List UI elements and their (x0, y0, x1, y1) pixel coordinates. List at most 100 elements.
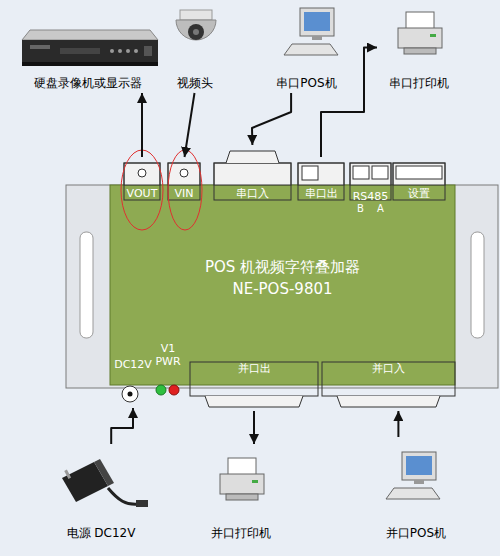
port-connectors (180, 169, 188, 177)
highlight-ellipse (121, 150, 163, 230)
label-text: 串口POS机 (276, 76, 336, 90)
device-housing (66, 185, 498, 388)
device-label: 串口打印机 (380, 5, 458, 90)
dvr-icon (126, 49, 130, 53)
device-housing (471, 232, 484, 338)
connector-arrow (321, 48, 377, 158)
power-adapter-icon (62, 459, 148, 507)
port-connectors (205, 396, 303, 407)
front-panel (110, 185, 455, 385)
port-label: 并口入 (322, 362, 455, 408)
port-connectors (350, 163, 391, 185)
port-connectors (353, 166, 369, 179)
pos-computer-icon (312, 36, 322, 40)
power-adapter-icon (64, 470, 71, 479)
power-jack (122, 386, 138, 402)
port-connectors (124, 163, 160, 200)
label-text: 设置 (408, 187, 430, 200)
dvr-icon (134, 49, 138, 53)
device-label: 串口POS机 (268, 3, 345, 90)
printer-icon (404, 48, 436, 54)
dvr-icon (22, 62, 158, 66)
printer-icon (220, 458, 264, 500)
port-connectors (322, 362, 455, 396)
port-connectors (168, 163, 200, 185)
connector-arrow (111, 408, 133, 444)
power-adapter-icon (94, 459, 114, 486)
pos-computer-icon (304, 12, 330, 31)
port-label: DC12V (111, 358, 155, 405)
connector-arrow (252, 93, 291, 145)
printer-icon (398, 28, 442, 48)
led-red (169, 385, 179, 395)
label-text: 并口打印机 (211, 526, 271, 540)
port-connectors (372, 166, 388, 179)
label-text: 电源 DC12V (67, 526, 136, 540)
camera-icon (193, 29, 199, 35)
label-text: 并口POS机 (386, 526, 446, 540)
device-housing (66, 185, 498, 388)
device-label: 并口POS机 (372, 440, 460, 540)
power-adapter-icon (136, 500, 148, 507)
connector-arrow (253, 411, 255, 444)
printer-icon (252, 480, 258, 483)
port-connectors (298, 163, 344, 185)
port-connectors (393, 163, 445, 200)
pos-computer-icon (414, 480, 424, 484)
power-jack (128, 392, 133, 397)
port-connectors (298, 163, 344, 200)
port-connectors (337, 396, 440, 407)
port-connectors (214, 163, 291, 185)
label-text: 视频头 (177, 76, 213, 90)
pos-computer-icon (300, 8, 334, 36)
port-label: VIN (166, 160, 202, 200)
printer-icon (220, 474, 264, 494)
camera-icon (180, 10, 212, 20)
dvr-icon (118, 49, 122, 53)
connector-arrow (185, 93, 195, 157)
device-label: 硬盘录像机或显示器 (10, 24, 165, 90)
pos-computer-icon (284, 44, 338, 55)
label-text: 串口打印机 (389, 76, 449, 90)
port-connectors (393, 163, 445, 185)
device-panel: POS 机视频字符叠加器NE-POS-9801VOUTVIN串口入串口出RS48… (110, 185, 455, 385)
pos-computer-icon (406, 456, 432, 475)
dvr-icon (110, 49, 114, 53)
printer-icon (228, 458, 256, 476)
label-text: POS 机视频字符叠加器 (205, 258, 360, 276)
label-text: 串口入 (236, 187, 269, 200)
port-label: 串口入 (213, 148, 292, 200)
highlight-ellipse (121, 150, 202, 230)
printer-icon (406, 12, 434, 30)
port-label: RS485B A (349, 160, 392, 215)
printer-icon (398, 12, 442, 54)
dvr-icon (144, 46, 152, 56)
pos-computer-icon (284, 8, 338, 55)
printer-icon (226, 494, 258, 500)
label-text: RS485 (353, 190, 389, 203)
port-connectors (302, 166, 318, 180)
port-connectors (168, 163, 200, 200)
power-jack (122, 386, 138, 402)
port-connectors (190, 362, 318, 396)
highlight-ellipse (168, 150, 202, 230)
connector-arrow (397, 411, 399, 437)
printer-icon (430, 34, 436, 37)
device-housing (80, 232, 93, 338)
camera-icon (176, 10, 216, 40)
indicator-label: V1 PWR (152, 342, 184, 396)
led-green (156, 385, 166, 395)
label-text: B A (357, 203, 384, 215)
device-label: 视频头 (168, 5, 222, 90)
label-text: VOUT (127, 187, 158, 200)
port-connectors (138, 169, 146, 177)
dvr-icon (22, 30, 158, 66)
dvr-icon (22, 40, 158, 62)
port-connectors (214, 163, 291, 200)
dvr-icon (60, 48, 100, 54)
port-connectors (396, 166, 442, 179)
device-label: 电源 DC12V (50, 447, 152, 540)
port-label: 并口出 (190, 362, 318, 408)
